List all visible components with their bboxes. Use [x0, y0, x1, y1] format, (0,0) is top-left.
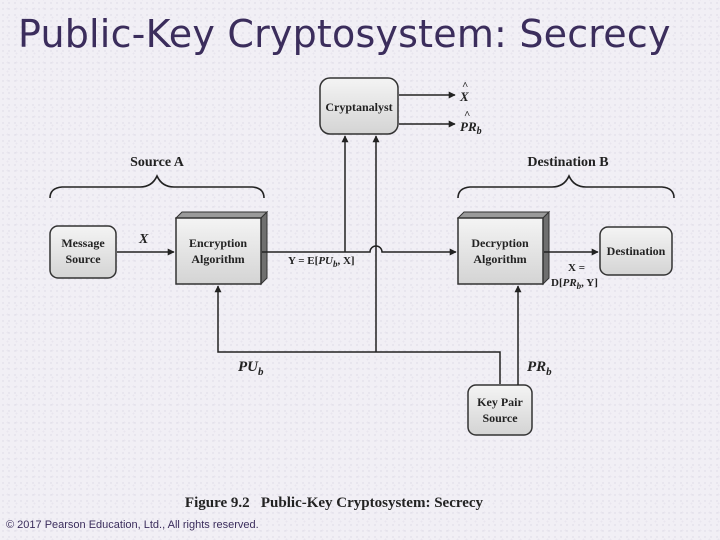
source-a-brace [49, 174, 265, 199]
private-key-sub: b [546, 366, 552, 378]
encryption-algorithm-label-line1: Encryption [189, 236, 247, 250]
encryption-algorithm-label-line2: Algorithm [191, 252, 244, 266]
decrypted-key-sub: b [577, 281, 582, 291]
pr-hat-base: PR [460, 119, 477, 134]
key-pair-source-box: Key Pair Source [467, 384, 533, 436]
decrypted-prefix: D[ [551, 277, 563, 289]
private-key-base: PR [527, 359, 546, 375]
ciphertext-prefix: Y = E[ [288, 255, 319, 267]
arrow-encryption-to-decryption [262, 245, 457, 256]
decrypted-key: PR [563, 277, 577, 289]
decryption-algorithm-label-line1: Decryption [471, 236, 529, 250]
destination-box: Destination [599, 226, 673, 276]
message-source-label-line1: Message [61, 236, 105, 250]
public-key-label: PUb [238, 359, 264, 378]
cryptanalyst-label: Cryptanalyst [325, 100, 392, 114]
key-pair-source-label-line2: Source [482, 411, 518, 425]
destination-b-brace [457, 174, 675, 199]
cryptanalyst-box: Cryptanalyst [319, 77, 399, 135]
pr-hat-mark: ^ [464, 109, 470, 121]
destination-b-label: Destination B [527, 155, 608, 170]
public-key-sub: b [258, 366, 264, 378]
public-key-base: PU [238, 359, 259, 375]
ciphertext-key-sub: b [333, 259, 338, 269]
message-source-box: Message Source [49, 225, 117, 279]
ciphertext-key: PU [318, 255, 334, 267]
source-a-label: Source A [130, 155, 185, 170]
private-key-label: PRb [527, 359, 552, 378]
x-hat-mark: ^ [462, 80, 468, 92]
decryption-algorithm-label-line2: Algorithm [473, 252, 526, 266]
figure-caption: Figure 9.2 Public-Key Cryptosystem: Secr… [185, 495, 484, 511]
decrypted-x-label-line2: D[PRb, Y] [551, 277, 598, 291]
ciphertext-label: Y = E[PUb, X] [288, 255, 355, 269]
ciphertext-suffix: , X] [337, 255, 354, 267]
decrypted-x-label-line1: X = [568, 262, 585, 274]
decryption-algorithm-box: Decryption Algorithm [456, 210, 551, 286]
destination-label: Destination [607, 244, 666, 258]
x-hat-label: X [459, 89, 469, 104]
pr-hat-sub: b [477, 126, 482, 137]
arrow-public-key-to-encryption [214, 285, 501, 384]
pr-hat-label: PRb [460, 119, 482, 137]
message-source-label-line2: Source [65, 252, 101, 266]
encryption-algorithm-box: Encryption Algorithm [174, 210, 269, 286]
slide-title: Public-Key Cryptosystem: Secrecy [18, 12, 671, 56]
plaintext-x-label: X [138, 232, 149, 247]
decrypted-suffix: , Y] [581, 277, 598, 289]
copyright-notice: © 2017 Pearson Education, Ltd., All righ… [6, 519, 259, 531]
key-pair-source-label-line1: Key Pair [477, 395, 523, 409]
